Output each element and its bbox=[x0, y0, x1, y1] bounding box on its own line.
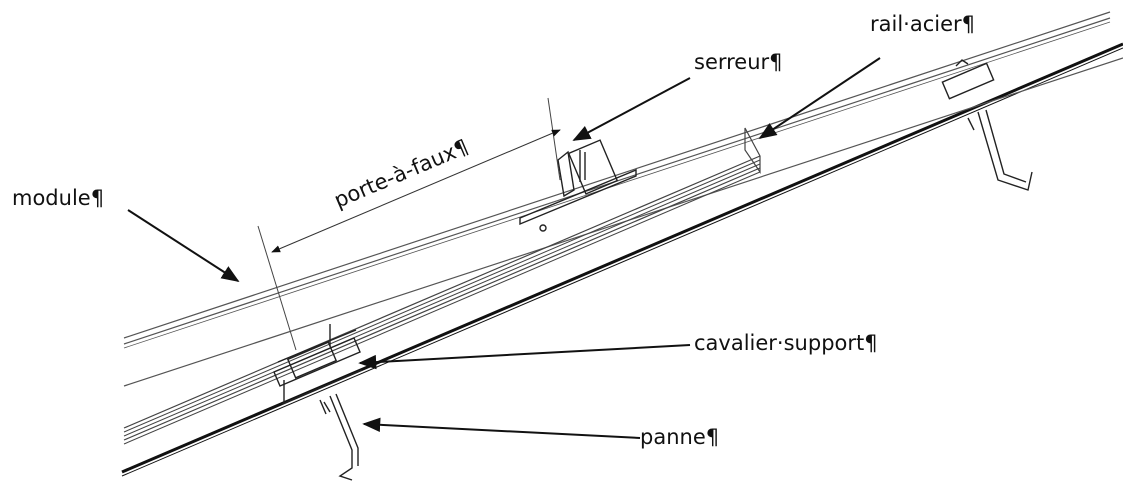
purlin-panne bbox=[319, 393, 359, 481]
serreur-label: serreur¶ bbox=[694, 50, 783, 74]
panne-label: panne¶ bbox=[640, 425, 720, 449]
steel-rail bbox=[123, 127, 761, 445]
cavalier-support-label: cavalier·support¶ bbox=[694, 331, 878, 355]
leader-arrows bbox=[127, 57, 881, 439]
module-leader bbox=[127, 209, 240, 282]
module-panel bbox=[123, 11, 1123, 387]
rail-acier-label: rail·acier¶ bbox=[870, 12, 976, 36]
rail-leader bbox=[758, 57, 881, 139]
overhang-dimension: porte-à-faux¶ bbox=[257, 97, 561, 351]
module-label: module¶ bbox=[12, 186, 105, 210]
clamp-serreur bbox=[519, 139, 637, 232]
far-right-clamp bbox=[941, 59, 1033, 191]
roof-surface bbox=[121, 42, 1123, 477]
panne-leader bbox=[362, 417, 641, 439]
cavalier-bracket bbox=[273, 324, 363, 405]
cavalier-leader bbox=[358, 344, 691, 370]
overhang-label: porte-à-faux¶ bbox=[331, 134, 472, 212]
serreur-leader bbox=[572, 77, 691, 141]
